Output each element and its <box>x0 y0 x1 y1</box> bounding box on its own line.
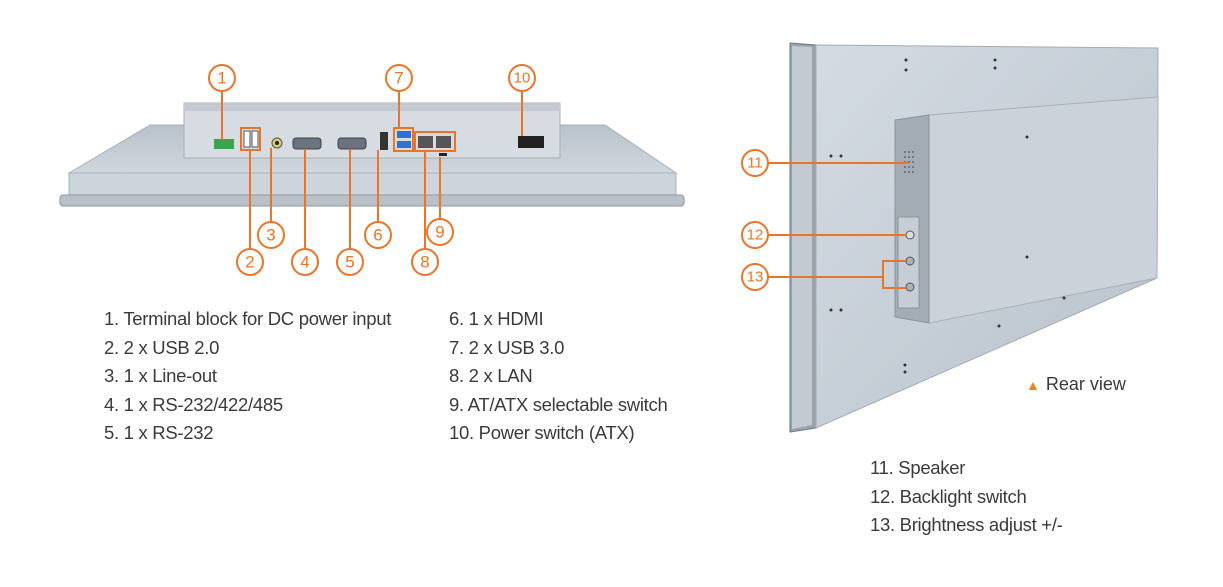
rs232-port-2 <box>337 137 367 150</box>
callout-12: 12 <box>741 221 769 249</box>
legend-item: 11. Speaker <box>870 457 966 478</box>
svg-text:11: 11 <box>747 155 763 172</box>
legend-item: 7. 2 x USB 3.0 <box>449 336 565 358</box>
legend-item: 10. Power switch (ATX) <box>449 422 635 443</box>
legend-rear: 11. Speaker 12. Backlight switch 13. Bri… <box>870 454 1063 540</box>
callout-9: 9 <box>426 218 454 246</box>
callout-4: 4 <box>291 248 319 276</box>
legend-item: 4. 1 x RS-232/422/485 <box>104 393 283 415</box>
rear-view-caption: ▲ Rear view <box>1026 374 1126 395</box>
terminal-block-port <box>214 139 234 149</box>
legend-item: 5. 1 x RS-232 <box>104 422 214 443</box>
callout-6: 6 <box>364 221 392 249</box>
svg-text:10: 10 <box>514 70 531 87</box>
backlight-switch-button <box>905 230 915 240</box>
brightness-down-button <box>905 282 915 292</box>
legend-item: 13. Brightness adjust +/- <box>870 514 1063 535</box>
svg-text:9: 9 <box>435 223 444 242</box>
at-atx-switch <box>439 153 447 156</box>
callout-3: 3 <box>257 221 285 249</box>
legend-middle: 6. 1 x HDMI 7. 2 x USB 3.0 8. 2 x LAN 9.… <box>449 305 668 448</box>
callout-7: 7 <box>385 64 413 92</box>
callout-1: 1 <box>208 64 236 92</box>
triangle-icon: ▲ <box>1026 377 1040 393</box>
rear-view-device <box>789 42 1159 433</box>
rear-view-label: Rear view <box>1045 374 1126 394</box>
legend-item: 12. Backlight switch <box>870 485 1027 507</box>
rear-leader-lines <box>768 162 908 289</box>
brightness-up-button <box>905 256 915 266</box>
legend-item: 1. Terminal block for DC power input <box>104 308 392 329</box>
legend-item: 2. 2 x USB 2.0 <box>104 336 220 358</box>
svg-text:12: 12 <box>747 227 764 244</box>
speaker-grille <box>904 151 914 173</box>
callout-11: 11 <box>741 149 769 177</box>
svg-text:13: 13 <box>747 269 764 286</box>
lan-highlight <box>414 131 456 152</box>
bottom-leader-lines <box>221 91 523 249</box>
bottom-view-device <box>59 102 685 207</box>
rs232-port-1 <box>292 137 322 150</box>
svg-text:1: 1 <box>217 69 226 88</box>
legend-item: 9. AT/ATX selectable switch <box>449 393 668 415</box>
svg-text:2: 2 <box>245 253 254 272</box>
svg-text:4: 4 <box>300 253 309 272</box>
callout-5: 5 <box>336 248 364 276</box>
legend-left: 1. Terminal block for DC power input 2. … <box>104 305 391 448</box>
svg-text:7: 7 <box>394 69 403 88</box>
legend-item: 6. 1 x HDMI <box>449 308 544 329</box>
power-switch <box>518 136 544 148</box>
hdmi-port <box>380 132 388 150</box>
callout-2: 2 <box>236 248 264 276</box>
callout-8: 8 <box>411 248 439 276</box>
legend-item: 3. 1 x Line-out <box>104 365 217 386</box>
legend-item: 8. 2 x LAN <box>449 365 533 386</box>
svg-text:3: 3 <box>266 226 275 245</box>
svg-text:8: 8 <box>420 253 429 272</box>
callout-13: 13 <box>741 263 769 291</box>
svg-text:6: 6 <box>373 226 382 245</box>
callout-10: 10 <box>508 64 536 92</box>
usb3-highlight <box>393 127 414 152</box>
svg-text:5: 5 <box>345 253 354 272</box>
